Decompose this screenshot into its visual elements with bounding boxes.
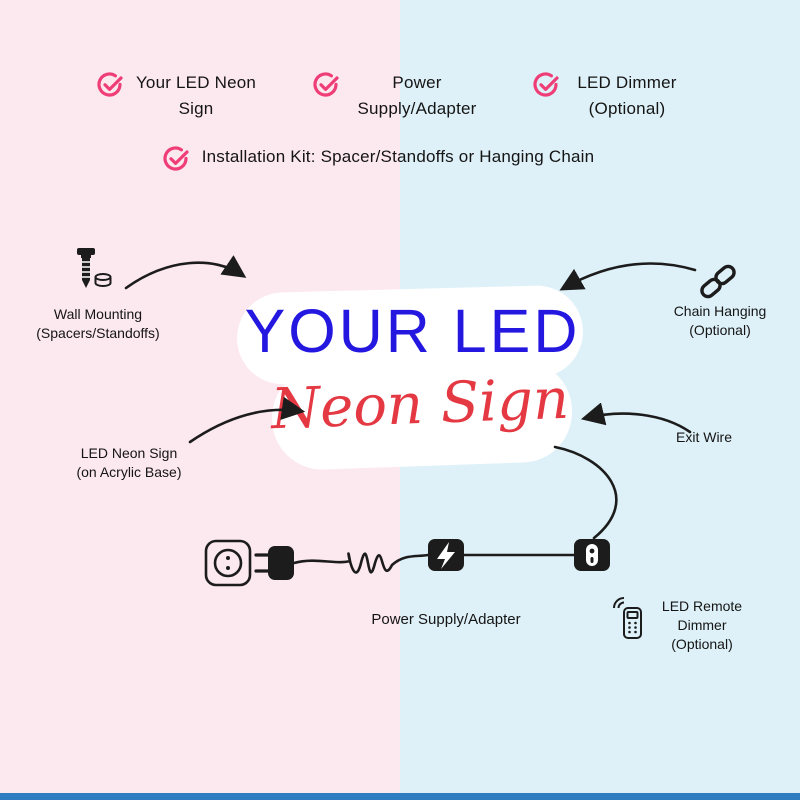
neon-sign-arrow	[188, 396, 306, 444]
wall-mounting-sub: (Spacers/Standoffs)	[36, 324, 160, 341]
power-cord-squiggle	[292, 552, 430, 574]
neon-sign-title: LED Neon Sign	[80, 445, 178, 461]
chain-hanging-sub: (Optional)	[689, 321, 751, 338]
check-icon	[532, 71, 559, 98]
bottom-accent-bar	[0, 793, 800, 800]
checklist-item-installation-kit: Installation Kit: Spacer/Standoffs or Ha…	[162, 144, 598, 172]
wiring-diagram	[204, 445, 618, 587]
checklist-label: Your LED Neon Sign	[135, 73, 257, 118]
acrylic-sign-shape	[300, 345, 550, 405]
nut-icon	[94, 273, 112, 287]
lightning-icon	[437, 542, 455, 569]
sign-title-text: YOUR LED	[244, 297, 581, 365]
power-supply-label: Power Supply/Adapter	[371, 611, 521, 628]
chain-hanging-title: Chain Hanging	[673, 303, 767, 319]
socket-icon	[204, 539, 252, 587]
checklist-label: Power Supply/Adapter	[357, 73, 477, 118]
neon-sign-label: LED Neon Sign (on Acrylic Base)	[38, 444, 220, 482]
exit-wire-label: Exit Wire	[676, 429, 732, 445]
plug-icon	[254, 546, 294, 580]
check-icon	[162, 145, 189, 172]
checklist-label: Installation Kit: Spacer/Standoffs or Ha…	[201, 147, 595, 166]
check-icon	[312, 71, 339, 98]
checklist-item-neon-sign: Your LED Neon Sign	[96, 70, 260, 121]
wall-mounting-title: Wall Mounting	[53, 306, 143, 322]
checklist-label: LED Dimmer (Optional)	[577, 73, 677, 118]
checklist-item-dimmer: LED Dimmer (Optional)	[532, 70, 686, 121]
check-icon	[96, 71, 123, 98]
chain-hanging-label: Chain Hanging (Optional)	[642, 302, 798, 340]
chain-hanging-arrow	[559, 262, 697, 291]
remote-dimmer-label: LED Remote Dimmer (Optional)	[661, 598, 743, 652]
wall-mounting-arrow	[124, 255, 247, 290]
power-adapter-icon	[428, 539, 464, 571]
dimmer-switch-icon	[574, 539, 610, 571]
exit-wire-line	[553, 445, 618, 540]
checklist-item-power-supply: Power Supply/Adapter	[312, 70, 486, 121]
remote-icon	[613, 597, 642, 639]
wall-mounting-label: Wall Mounting (Spacers/Standoffs)	[8, 305, 188, 343]
chain-link-icon	[700, 264, 736, 299]
neon-sign-sub: (on Acrylic Base)	[76, 463, 182, 480]
screw-icon	[77, 248, 112, 288]
exit-wire-arrow	[580, 403, 692, 434]
